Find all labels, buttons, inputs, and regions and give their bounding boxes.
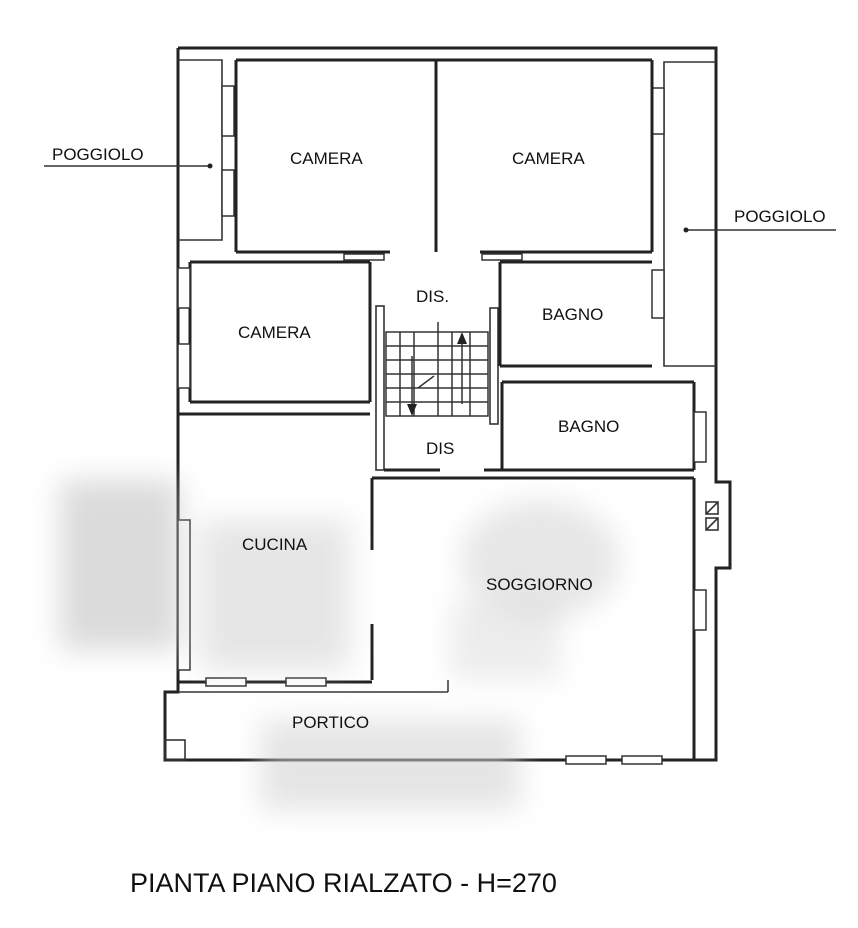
label-bagno-upper: BAGNO [542, 305, 603, 324]
chimney-flues [705, 501, 719, 531]
label-dis-upper: DIS. [416, 287, 449, 306]
label-soggiorno: SOGGIORNO [486, 575, 593, 594]
staircase [385, 322, 489, 417]
label-camera-mid: CAMERA [238, 323, 311, 342]
exterior-walls [163, 46, 732, 762]
label-dis-lower: DIS [426, 439, 454, 458]
windows [177, 253, 707, 765]
privacy-blur [60, 480, 620, 810]
label-cucina: CUCINA [242, 535, 308, 554]
leader-lines [44, 163, 836, 233]
balcony-left [178, 59, 235, 241]
label-poggiolo-right: POGGIOLO [734, 207, 826, 226]
label-bagno-lower: BAGNO [558, 417, 619, 436]
plan-title: PIANTA PIANO RIALZATO - H=270 [130, 868, 557, 898]
label-camera-top-right: CAMERA [512, 149, 585, 168]
label-portico: PORTICO [292, 713, 369, 732]
label-camera-top-left: CAMERA [290, 149, 363, 168]
balcony-right [651, 61, 716, 367]
label-poggiolo-left: POGGIOLO [52, 145, 144, 164]
